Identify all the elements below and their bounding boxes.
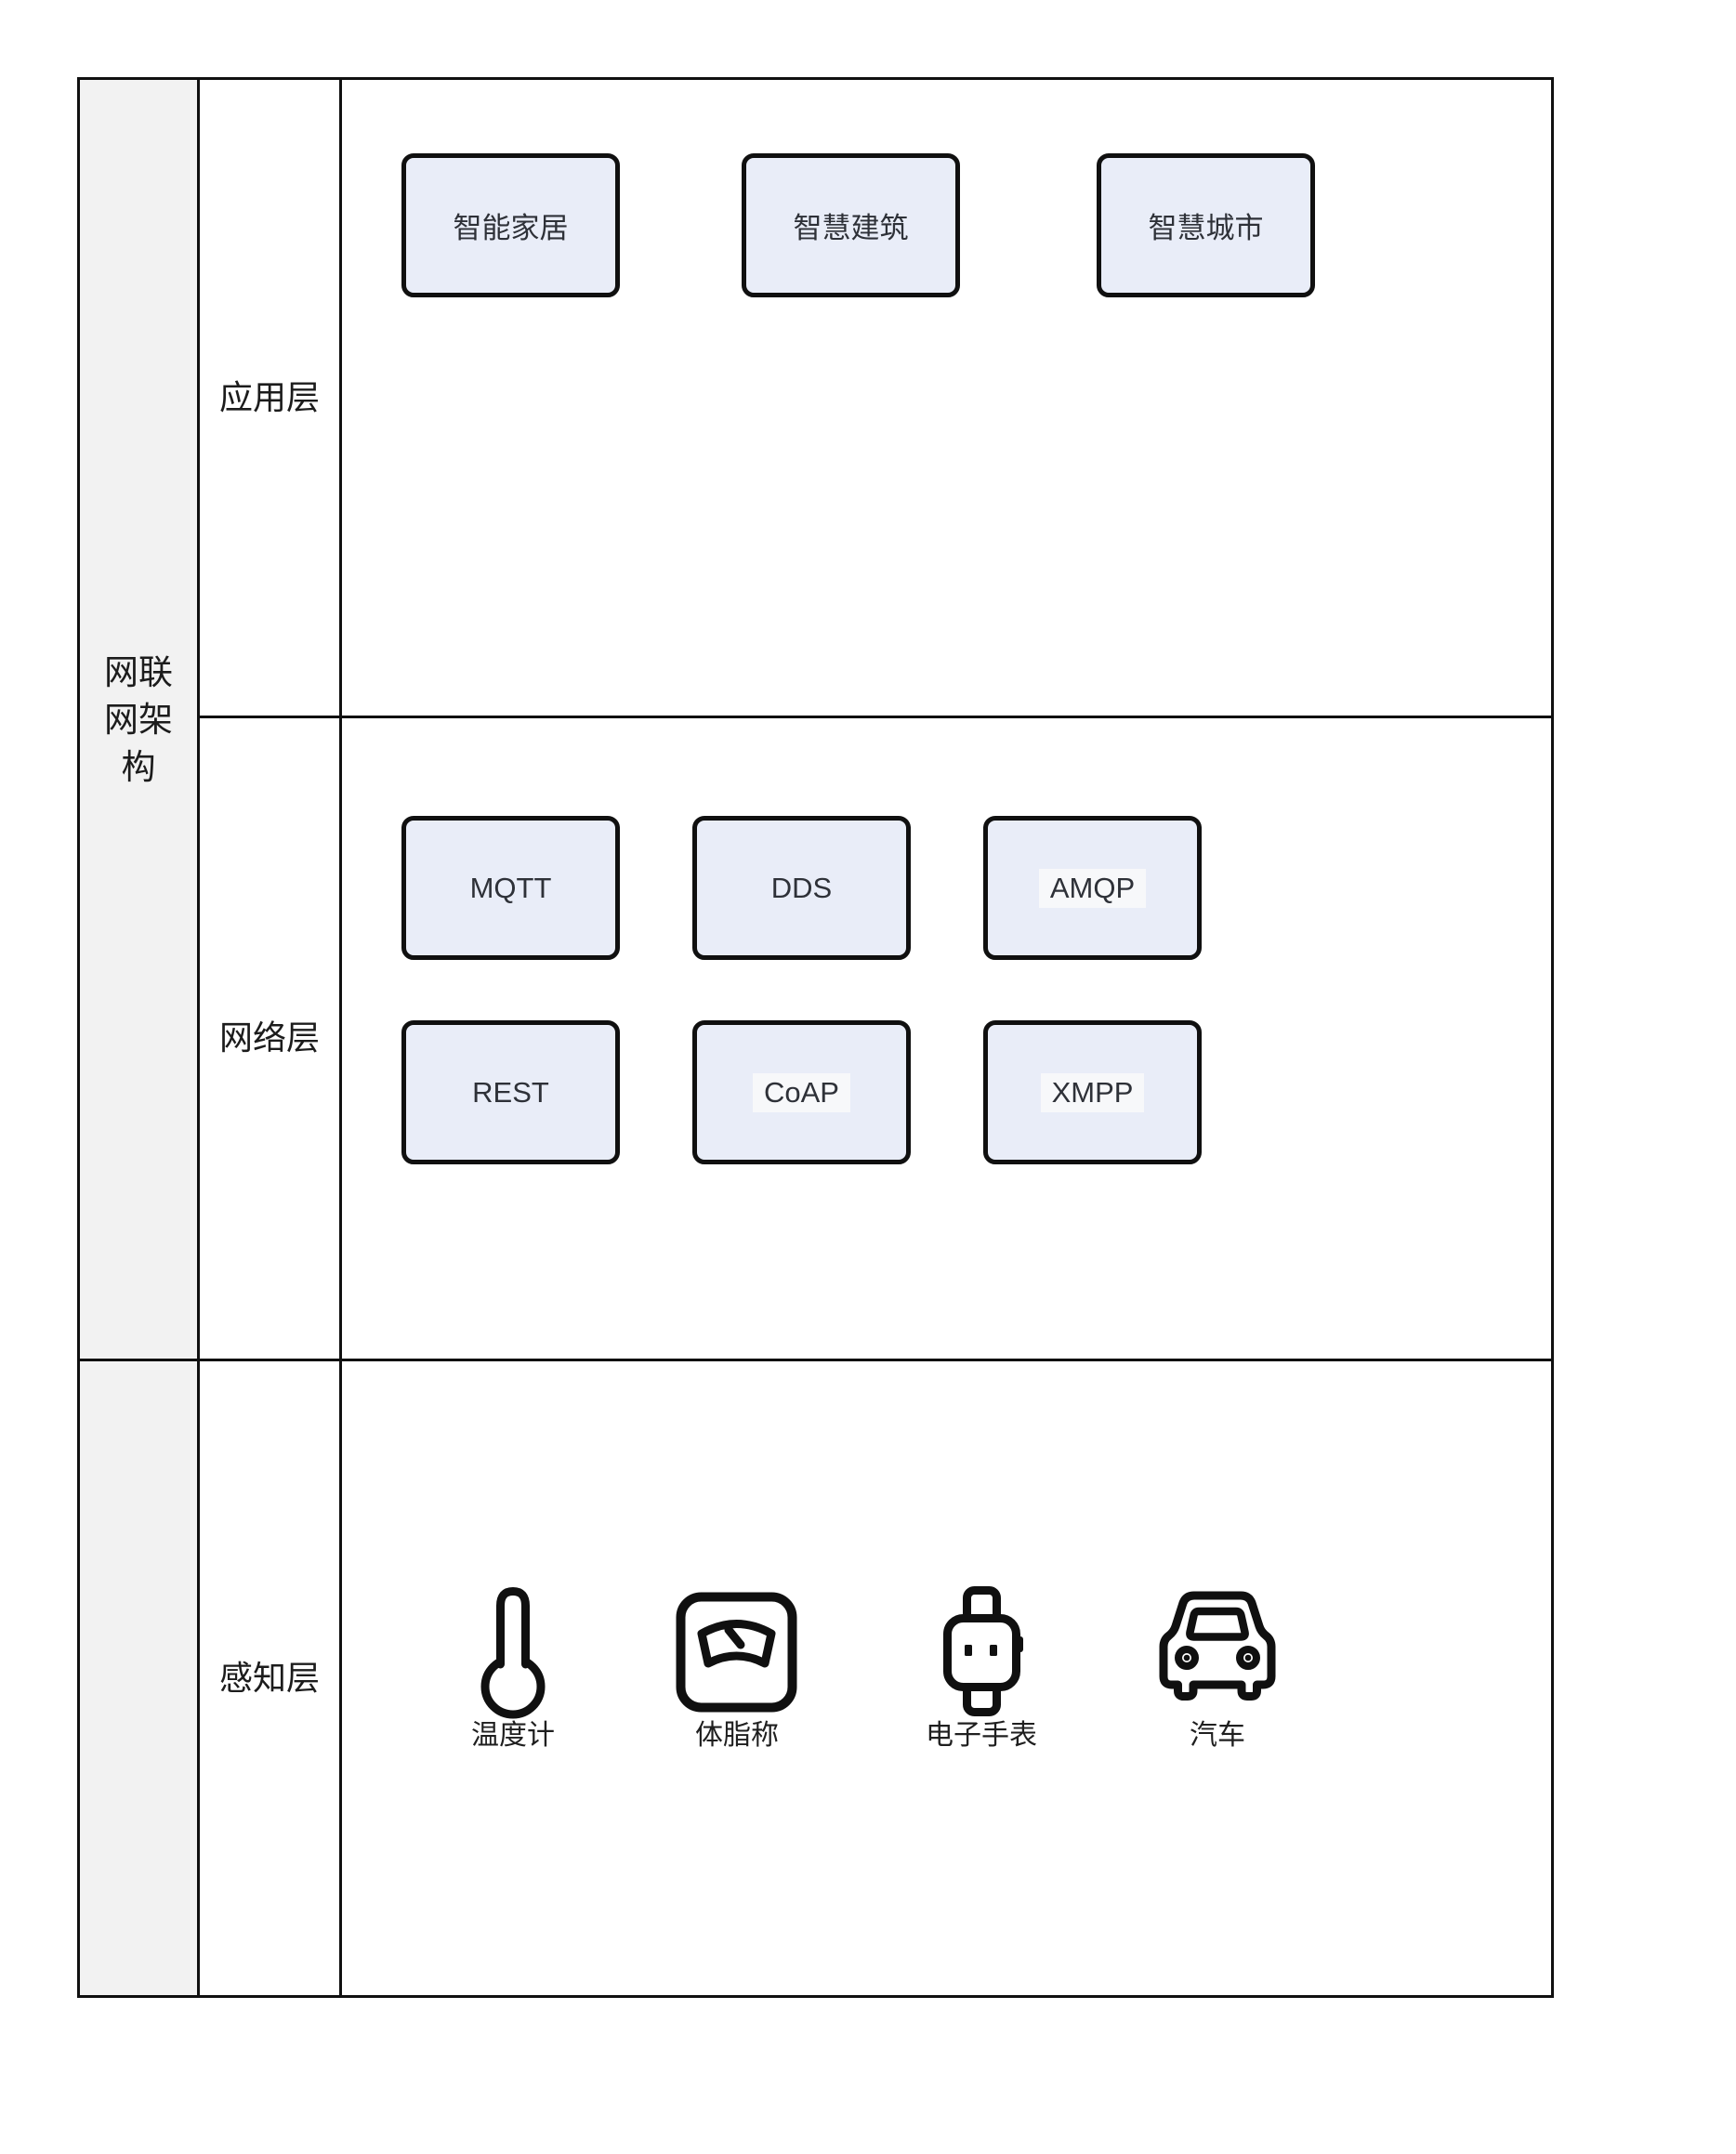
layer-label-application: 应用层 [218, 378, 320, 416]
protocol-box-label: CoAP [753, 1072, 850, 1112]
device-label-car: 汽车 [1190, 1720, 1245, 1751]
car-icon [1159, 1591, 1276, 1701]
layer-label-network: 网络层 [218, 1018, 320, 1057]
grid-vline-labels [339, 80, 342, 1995]
sidebar-empty-cell [80, 1361, 197, 1995]
device-label-thermometer: 温度计 [471, 1720, 555, 1751]
protocol-box-label: DDS [770, 871, 833, 904]
protocol-box-coap: CoAP [692, 1020, 911, 1164]
smart-watch-icon [943, 1586, 1023, 1716]
sidebar-title-line: 构 [121, 748, 156, 786]
app-box-label: 智慧建筑 [793, 212, 909, 244]
sidebar-title-cell: 网联 网架 构 [80, 80, 197, 1359]
sidebar-title-line: 网架 [104, 701, 173, 739]
protocol-box-rest: REST [401, 1020, 620, 1164]
thermometer-icon [480, 1586, 546, 1719]
protocol-box-label: AMQP [1038, 868, 1147, 908]
protocol-box-xmpp: XMPP [983, 1020, 1202, 1164]
grid-hline-application-network [200, 716, 1551, 718]
device-label-smart-watch: 电子手表 [926, 1720, 1037, 1751]
app-box-smart-building: 智慧建筑 [742, 153, 960, 297]
app-box-smart-city: 智慧城市 [1097, 153, 1315, 297]
device-label-body-fat-scale: 体脂称 [695, 1720, 779, 1751]
architecture-table: 网联 网架 构 应用层 网络层 感知层 智能家居 智慧建筑 智慧城市 MQTT [77, 77, 1554, 1998]
app-box-label: 智慧城市 [1148, 212, 1264, 244]
grid-hline-network-perception [80, 1359, 1551, 1361]
app-box-label: 智能家居 [453, 212, 569, 244]
body-fat-scale-icon [676, 1592, 797, 1713]
protocol-box-amqp: AMQP [983, 816, 1202, 960]
protocol-box-label: REST [472, 1075, 549, 1109]
layer-label-perception: 感知层 [218, 1659, 320, 1697]
sidebar-title-line: 网联 [104, 653, 173, 691]
app-box-smart-home: 智能家居 [401, 153, 620, 297]
sidebar-title: 网联 网架 构 [80, 649, 197, 791]
protocol-box-dds: DDS [692, 816, 911, 960]
protocol-box-mqtt: MQTT [401, 816, 620, 960]
grid-vline-sidebar [197, 80, 200, 1995]
protocol-box-label: XMPP [1040, 1072, 1145, 1112]
protocol-box-label: MQTT [469, 871, 552, 904]
